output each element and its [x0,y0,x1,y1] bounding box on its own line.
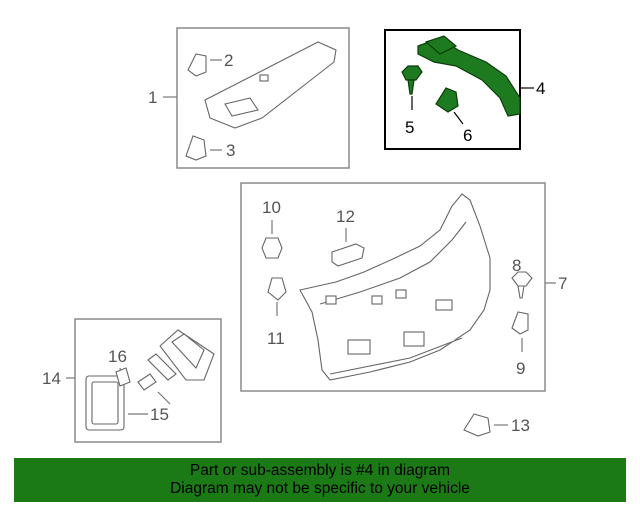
callout-7[interactable]: 7 [558,274,567,293]
bracket-part-6[interactable] [435,87,459,113]
callout-10[interactable]: 10 [262,198,281,217]
group-box-14 [74,318,222,443]
trim-panel-part[interactable] [204,41,337,129]
callout-9[interactable]: 9 [516,359,525,378]
callout-11[interactable]: 11 [267,329,285,348]
callout-2[interactable]: 2 [224,51,233,70]
callout-3[interactable]: 3 [226,141,235,160]
clip-part-3[interactable] [185,135,207,161]
bracket-part-12[interactable] [331,243,365,267]
callout-13[interactable]: 13 [511,416,530,435]
callout-6[interactable]: 6 [463,126,472,145]
clip-part-11[interactable] [267,277,287,301]
clip-part-9[interactable] [511,311,529,335]
callout-4[interactable]: 4 [536,79,545,98]
lens-part-15[interactable] [85,367,131,431]
callout-1[interactable]: 1 [148,88,157,107]
callout-12[interactable]: 12 [336,207,355,226]
bulb-part-16[interactable] [137,373,171,405]
clip-part-2[interactable] [187,53,207,77]
clip-part-13[interactable] [463,413,491,437]
group-box-7 [240,182,546,392]
parts-diagram: 1 2 3 4 5 6 7 [42,27,567,443]
callout-8[interactable]: 8 [512,256,521,275]
banner-line-2: Diagram may not be specific to your vehi… [170,480,470,497]
group-box-4 [384,29,521,150]
lamp-housing-part[interactable] [147,329,215,381]
callout-5[interactable]: 5 [405,118,414,137]
callout-15[interactable]: 15 [150,405,169,424]
callout-14[interactable]: 14 [42,369,61,388]
tailgate-trim-panel[interactable] [299,193,491,381]
grommet-part-10[interactable] [261,237,283,259]
callout-16[interactable]: 16 [108,347,127,366]
banner-line-1: Part or sub-assembly is #4 in diagram [189,462,451,479]
push-clip-part-8[interactable] [511,271,533,299]
push-clip-part-5[interactable] [401,65,423,95]
part-info-banner: Part or sub-assembly is #4 in diagram Di… [14,458,626,502]
group-box-1 [176,27,350,169]
garnish-strip-part-4[interactable] [417,35,521,117]
